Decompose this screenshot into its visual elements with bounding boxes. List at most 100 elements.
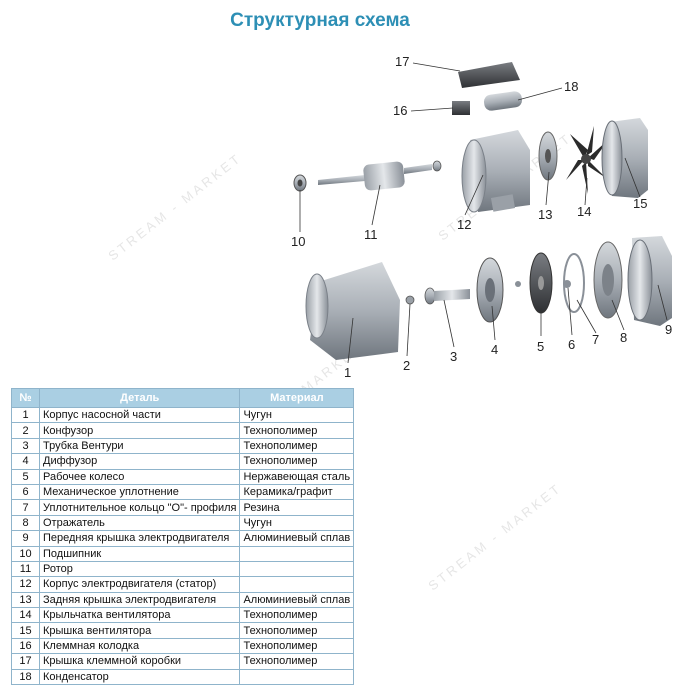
cell-material [239,668,355,686]
cell-material: Технополимер [239,422,355,439]
part-10-bearing [293,174,307,192]
part-18-capacitor [483,91,523,111]
callout-4: 4 [491,342,498,357]
cell-part: Механическое уплотнение [38,483,241,501]
callout-5: 5 [537,339,544,354]
cell-part: Конфузор [38,422,241,439]
cell-part: Диффузор [38,453,241,470]
cell-part: Передняя крышка электродвигателя [38,530,241,547]
cell-num: 4 [11,453,40,470]
cell-part: Подшипник [38,545,241,562]
cell-material [239,545,355,562]
part-17-terminal-box-cover [458,62,520,88]
cell-material: Чугун [239,406,355,424]
page-title: Структурная схема [230,10,410,31]
callout-13: 13 [538,207,552,222]
part-13-rear-motor-cover [538,131,558,181]
column-header-material: Материал [239,388,355,408]
part-1-pump-housing [305,262,400,360]
callout-10: 10 [291,234,305,249]
cell-num: 2 [11,422,40,439]
cell-num: 17 [11,653,40,670]
cell-part: Крышка вентилятора [38,622,241,639]
cell-material: Алюминиевый сплав [239,530,355,547]
cell-material: Нержавеющая сталь [239,468,355,485]
cell-material: Технополимер [239,637,355,655]
cell-part: Трубка Вентури [38,437,241,455]
cell-material: Технополимер [239,622,355,639]
part-16-terminal-block [452,101,470,115]
callout-14: 14 [577,204,591,219]
part-4-diffuser [476,257,504,323]
cell-part: Рабочее колесо [38,468,241,485]
cell-material: Резина [239,499,355,516]
cell-num: 9 [11,530,40,547]
part-7-o-ring [563,253,585,313]
callout-6: 6 [568,337,575,352]
callout-3: 3 [450,349,457,364]
cell-part: Корпус насосной части [38,406,241,424]
part-11-rotor [318,160,442,191]
callout-2: 2 [403,358,410,373]
cell-part: Конденсатор [38,668,241,686]
cell-part: Крыльчатка вентилятора [38,607,241,624]
cell-material: Технополимер [239,607,355,624]
cell-part: Отражатель [38,514,241,532]
leader-lines [299,62,668,364]
part-15-fan-cover [601,118,648,198]
cell-num: 3 [11,437,40,455]
callout-17: 17 [395,54,409,69]
part-5-impeller [529,252,553,314]
cell-num: 10 [11,545,40,562]
cell-num: 13 [11,591,40,609]
callout-11: 11 [364,227,378,242]
cell-num: 11 [11,560,40,578]
cell-material [239,560,355,578]
watermark: STREAM - MARKET [425,480,565,594]
cell-part: Ротор [38,560,241,578]
cell-material [239,576,355,593]
cell-num: 14 [11,607,40,624]
callout-1: 1 [344,365,351,380]
column-header-part: Деталь [38,388,241,408]
table-header-row: № Деталь Материал [11,388,355,408]
cell-material: Чугун [239,514,355,532]
cell-material: Технополимер [239,437,355,455]
cell-num: 18 [11,668,40,686]
part-9-front-motor-cover [627,236,672,326]
cell-num: 5 [11,468,40,485]
part-2-confuser [405,295,415,305]
cell-part: Крышка клеммной коробки [38,653,241,670]
callout-12: 12 [457,217,471,232]
cell-num: 8 [11,514,40,532]
cell-material: Технополимер [239,653,355,670]
callout-18: 18 [564,79,578,94]
part-3-venturi-tube [424,287,470,305]
cell-num: 1 [11,406,40,424]
cell-material: Технополимер [239,453,355,470]
callout-8: 8 [620,330,627,345]
cell-part: Клеммная колодка [38,637,241,655]
cell-num: 16 [11,637,40,655]
column-header-num: № [11,388,40,408]
cell-part: Корпус электродвигателя (статор) [38,576,241,593]
part-8-reflector [593,241,623,319]
callout-7: 7 [592,332,599,347]
